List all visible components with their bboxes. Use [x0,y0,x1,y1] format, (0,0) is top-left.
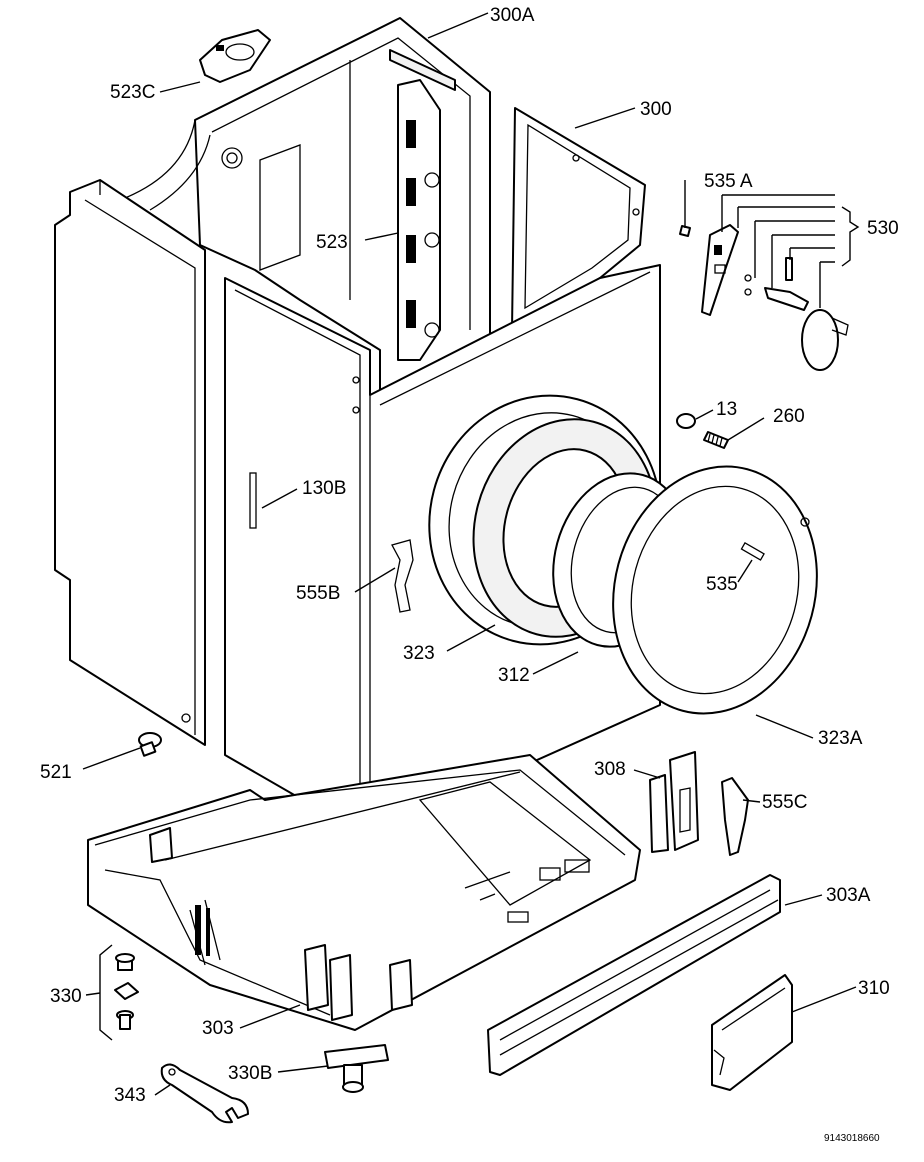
label-260: 260 [773,406,805,427]
door-lock-assembly [679,224,849,371]
label-330: 330 [50,986,82,1007]
front-kick-trim [487,874,781,1076]
label-535A: 535 A [704,171,753,192]
label-530: 530 [867,218,899,239]
service-flap [711,974,793,1091]
label-535: 535 [706,574,738,595]
label-303: 303 [202,1018,234,1039]
label-300: 300 [640,99,672,120]
label-523: 523 [316,232,348,253]
label-130B: 130B [302,478,346,499]
door-hinge [649,751,699,853]
label-523C: 523C [110,82,155,103]
label-555C: 555C [762,792,807,813]
label-13: 13 [716,399,737,420]
part-labels: 300A 523C 300 535 A 530 523 13 260 130B … [40,5,899,1144]
left-side-panel [54,179,206,746]
label-555B: 555B [296,583,340,604]
label-343: 343 [114,1085,146,1106]
door-catch-555c [721,777,749,856]
right-side-panel [511,107,646,331]
label-300A: 300A [490,5,535,26]
wrench-343 [160,1063,249,1124]
leader-lines [82,12,860,1096]
screw-521 [138,732,162,757]
adjustable-foot [324,1044,389,1093]
label-330B: 330B [228,1063,272,1084]
door-outer-ring [612,465,818,715]
label-312: 312 [498,665,530,686]
label-521: 521 [40,762,72,783]
reference-code: 9143018660 [824,1133,880,1144]
label-303A: 303A [826,885,871,906]
spring-and-bush [676,413,729,449]
fasteners-330 [114,953,139,1030]
base-frame [87,754,641,1031]
clip-523c [199,29,271,83]
label-310: 310 [858,978,890,999]
label-308: 308 [594,759,626,780]
label-323A: 323A [818,728,863,749]
label-323: 323 [403,643,435,664]
rear-bracket-523 [397,79,441,361]
